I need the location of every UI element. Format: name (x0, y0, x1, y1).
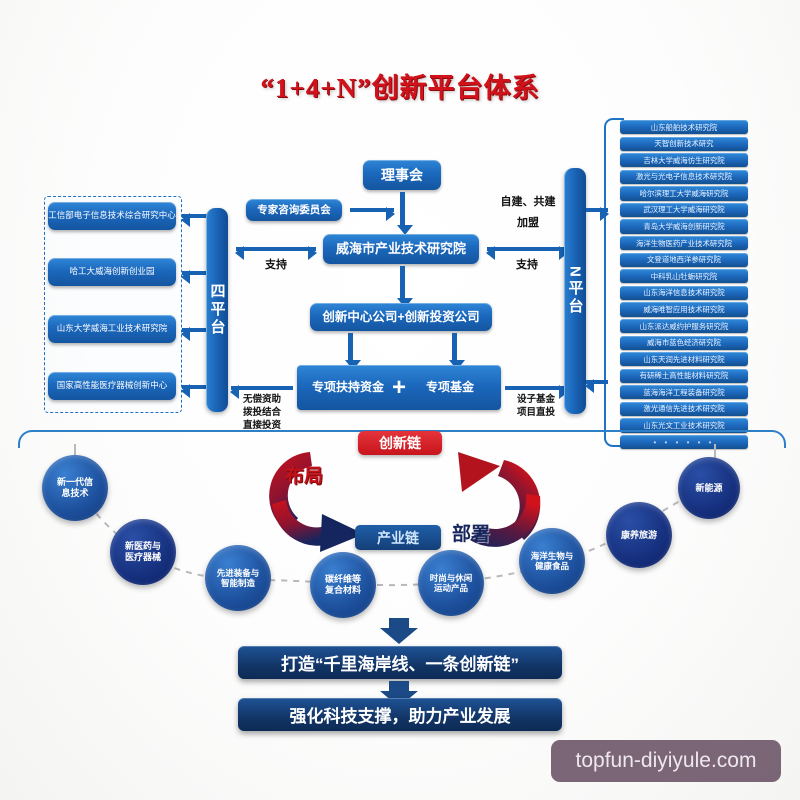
industry-circle-1[interactable]: 新一代信 息技术 (42, 455, 108, 521)
industry-circle-3-label: 先进装备与 智能制造 (216, 567, 260, 588)
fund-note-right: 设子基金 项目直投 (516, 394, 555, 418)
banner-arrow-1 (380, 618, 418, 644)
advisory-to-institute-arrow (350, 207, 395, 221)
support-right-label: 支持 (516, 259, 538, 271)
platform-item-1-label: 工信部电子信息技术综合研究中心 (48, 210, 176, 221)
list-item[interactable]: 山东船舶技术研究院 (620, 120, 748, 135)
companies-label: 创新中心公司+创新投资公司 (322, 309, 480, 324)
industry-circle-5-label: 时尚与休闲 运动产品 (429, 572, 473, 593)
industry-circle-2[interactable]: 新医药与 医疗器械 (110, 519, 176, 585)
industry-circle-3[interactable]: 先进装备与 智能制造 (205, 545, 271, 611)
industry-circle-5[interactable]: 时尚与休闲 运动产品 (418, 550, 484, 616)
fund-plus-sign: + (391, 373, 406, 401)
connector-arrow-left-2 (181, 270, 212, 284)
industry-circle-4-label: 碳纤维等 复合材料 (324, 574, 361, 595)
industry-circle-2-label: 新医药与 医疗器械 (124, 541, 161, 562)
companies-box[interactable]: 创新中心公司+创新投资公司 (310, 303, 492, 331)
watermark-label: topfun-diyiyule.com (575, 749, 757, 772)
industry-circle-4[interactable]: 碳纤维等 复合材料 (310, 552, 376, 618)
bottom-banner-1: 打造“千里海岸线、一条创新链” (238, 646, 562, 679)
bottom-banner-1-label: 打造“千里海岸线、一条创新链” (281, 655, 519, 674)
support-arrow-left (235, 246, 317, 260)
watermark: topfun-diyiyule.com (551, 740, 781, 782)
platform-item-4[interactable]: 国家高性能医疗器械创新中心 (48, 372, 176, 400)
board-label: 理事会 (381, 166, 423, 183)
list-item[interactable]: 吉林大学威海仿生研究院 (620, 153, 748, 168)
list-item[interactable]: 文登道地西洋参研究院 (620, 252, 748, 267)
list-item[interactable]: 天智创新技术研究 (620, 136, 748, 151)
industry-circle-6-label: 海洋生物与 健康食品 (530, 550, 574, 571)
n-platform-bar-label: N平台 (566, 266, 584, 316)
industry-chain-badge: 产业链 (355, 525, 441, 550)
industry-circle-8[interactable]: 新能源 (678, 457, 740, 519)
fund-outflow-right-arrow (505, 385, 568, 399)
platform-item-3[interactable]: 山东大学威海工业技术研究院 (48, 315, 176, 343)
board-box[interactable]: 理事会 (363, 160, 441, 190)
fund-left-label: 专项扶持资金 (311, 379, 384, 394)
n-platform-bar[interactable]: N平台 (564, 168, 586, 414)
support-left-label: 支持 (265, 259, 287, 271)
companies-to-fund-right-arrow (449, 333, 465, 370)
fund-outflow-left-arrow (230, 385, 293, 399)
mode-right-line1: 自建、共建 (500, 196, 556, 208)
industry-circle-7-label: 康养旅游 (620, 529, 657, 540)
industry-circle-8-label: 新能源 (695, 482, 723, 493)
platform-item-4-label: 国家高性能医疗器械创新中心 (56, 380, 168, 391)
bottom-banner-2: 强化科技支撑，助力产业发展 (238, 698, 562, 731)
institute-to-companies-arrow (397, 266, 413, 308)
list-item[interactable]: 威海市蓝色经济研究院 (620, 335, 748, 350)
advisory-committee-box[interactable]: 专家咨询委员会 (246, 199, 342, 221)
industry-circle-1-label: 新一代信 息技术 (56, 477, 93, 498)
n-platform-out-arrow (585, 379, 608, 393)
list-item[interactable]: 蓝海海洋工程装备研究院 (620, 385, 748, 400)
list-item[interactable]: 激光与光电子信息技术研究院 (620, 169, 748, 184)
four-platform-bar[interactable]: 四平台 (206, 208, 228, 412)
list-item[interactable]: 山东天润先进材料研究院 (620, 352, 748, 367)
platform-item-2-label: 哈工大威海创新创业园 (69, 266, 155, 277)
connector-arrow-left-4 (181, 384, 212, 398)
list-item[interactable]: 武汉理工大学威海研究院 (620, 202, 748, 218)
innovation-chain-badge: 创新链 (358, 431, 442, 455)
page-title: “1+4+N”创新平台体系 (260, 73, 540, 103)
list-item[interactable]: 青岛大学威海创新研究院 (620, 219, 748, 234)
list-item[interactable]: 威海唯智应用技术研究院 (620, 302, 748, 317)
bottom-banner-2-label: 强化科技支撑，助力产业发展 (289, 707, 511, 726)
list-item[interactable]: 中科乳山牡蛎研究院 (620, 269, 748, 284)
four-platform-bar-label: 四平台 (208, 283, 226, 337)
platform-item-3-label: 山东大学威海工业技术研究院 (56, 323, 168, 334)
layout-arrow-label: 布局 (285, 466, 324, 487)
industry-circle-7[interactable]: 康养旅游 (606, 502, 672, 568)
fund-right-label: 专项基金 (425, 379, 474, 394)
list-item[interactable]: 哈尔滨理工大学威海研究院 (620, 186, 748, 201)
list-item[interactable]: 激光通信先进技术研究院 (620, 401, 748, 417)
fund-note-left: 无偿资助 拨投结合 直接投资 (242, 394, 281, 431)
industry-chain-label: 产业链 (377, 529, 419, 546)
platform-item-2[interactable]: 哈工大威海创新创业园 (48, 258, 176, 286)
n-platform-list: 山东船舶技术研究院 天智创新技术研究 吉林大学威海仿生研究院 激光与光电子信息技… (620, 120, 748, 452)
list-item[interactable]: 山东派达威约护服务研究院 (620, 318, 748, 334)
companies-to-fund-left-arrow (345, 333, 361, 370)
funds-box[interactable]: 专项扶持资金 + 专项基金 (297, 365, 501, 410)
industry-circle-6[interactable]: 海洋生物与 健康食品 (519, 528, 585, 594)
board-to-institute-arrow (397, 192, 413, 235)
innovation-chain-label: 创新链 (379, 435, 421, 451)
advisory-committee-label: 专家咨询委员会 (257, 203, 331, 216)
list-item[interactable]: 有研稀土高性能材料研究院 (620, 368, 748, 383)
platform-item-1[interactable]: 工信部电子信息技术综合研究中心 (48, 202, 176, 230)
list-item[interactable]: 山东海洋信息技术研究院 (620, 285, 748, 300)
connector-arrow-left-3 (181, 327, 212, 341)
institute-label: 威海市产业技术研究院 (335, 240, 466, 256)
list-item[interactable]: 山东光文工业技术研究院 (620, 418, 748, 433)
institute-box[interactable]: 威海市产业技术研究院 (323, 234, 479, 264)
deploy-arrow-label: 部署 (452, 524, 491, 545)
list-item[interactable]: 海洋生物医药产业技术研究院 (620, 236, 748, 251)
support-arrow-right (486, 246, 568, 260)
connector-arrow-left-1 (181, 213, 212, 227)
n-platform-in-arrow (586, 207, 609, 221)
n-platform-bracket (604, 118, 624, 447)
mode-right-line2: 加盟 (517, 217, 539, 229)
